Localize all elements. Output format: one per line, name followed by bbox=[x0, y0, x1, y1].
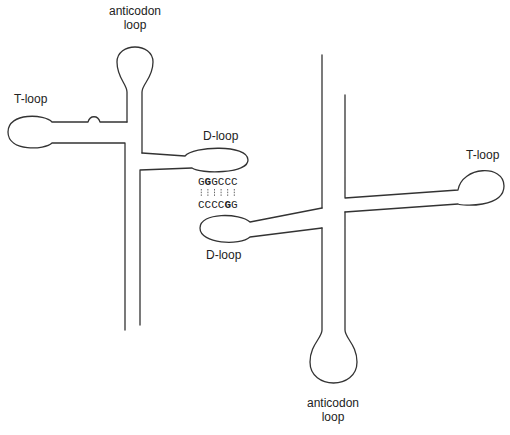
loop-label: D-loop bbox=[206, 248, 241, 262]
loop-label: T-loop bbox=[466, 148, 499, 162]
acceptor-stem bbox=[321, 55, 322, 208]
base-sequence: GGGCCC bbox=[198, 176, 238, 188]
t-arm bbox=[8, 116, 127, 330]
loop-label: anticodon loop bbox=[100, 4, 170, 32]
base-sequence: CCCCGG bbox=[198, 199, 238, 211]
loop-label: T-loop bbox=[14, 92, 47, 106]
anticodon-arm bbox=[117, 47, 153, 153]
loop-label: anticodon loop bbox=[298, 396, 368, 424]
loop-label: D-loop bbox=[203, 129, 238, 143]
anticodon-arm bbox=[310, 212, 357, 383]
d-arm bbox=[200, 208, 322, 242]
t-arm bbox=[345, 95, 504, 212]
base-pair-marks bbox=[201, 189, 234, 197]
d-arm bbox=[140, 148, 248, 325]
